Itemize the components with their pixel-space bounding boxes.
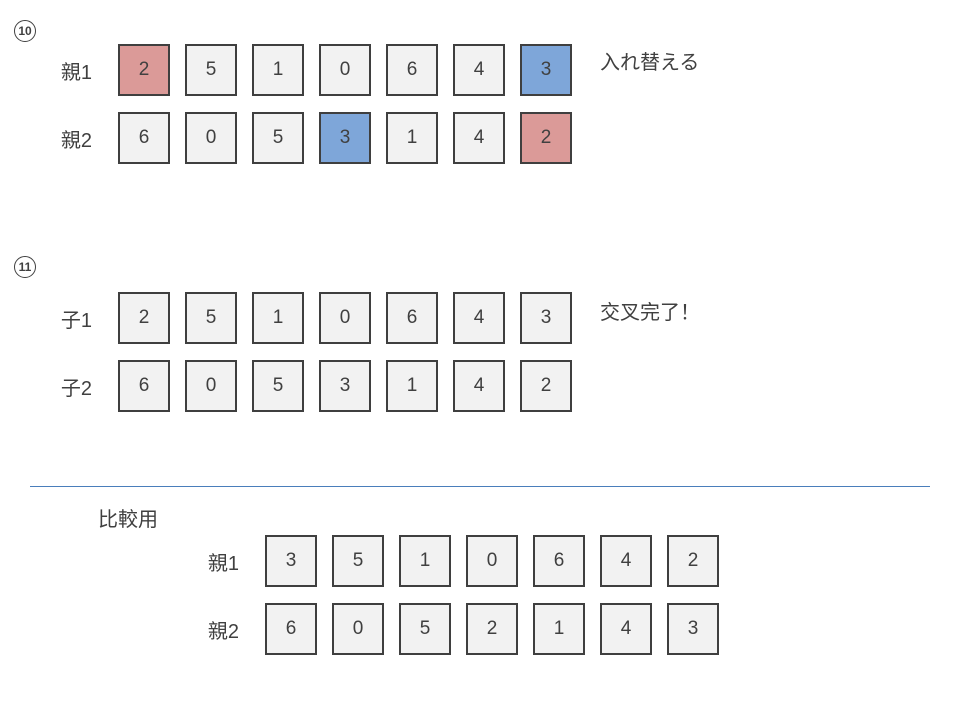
crossover-complete-annotation: 交叉完了！ <box>600 302 700 324</box>
gene-cell: 1 <box>399 535 451 587</box>
gene-cell: 1 <box>533 603 585 655</box>
gene-cell: 5 <box>399 603 451 655</box>
parent1-label: 親1 <box>60 61 92 84</box>
gene-cell: 2 <box>667 535 719 587</box>
gene-cell: 6 <box>386 292 438 344</box>
gene-cell: 5 <box>252 112 304 164</box>
gene-cell: 0 <box>319 292 371 344</box>
child1-label: 子1 <box>60 309 92 332</box>
gene-cell: 0 <box>185 112 237 164</box>
gene-cell: 6 <box>533 535 585 587</box>
section-divider <box>30 486 930 487</box>
gene-cell: 0 <box>185 360 237 412</box>
gene-cell: 5 <box>332 535 384 587</box>
gene-cell: 4 <box>453 112 505 164</box>
comparison-title: 比較用 <box>98 509 158 531</box>
gene-cell: 4 <box>453 292 505 344</box>
gene-cell: 3 <box>265 535 317 587</box>
gene-cell: 3 <box>667 603 719 655</box>
parent2-label: 親2 <box>60 129 92 152</box>
gene-cell: 6 <box>386 44 438 96</box>
comparison-parent1-label: 親1 <box>207 552 239 575</box>
gene-cell: 1 <box>386 360 438 412</box>
comparison-parent2-label: 親2 <box>207 620 239 643</box>
gene-cell: 1 <box>252 44 304 96</box>
gene-cell: 4 <box>600 603 652 655</box>
gene-cell: 1 <box>386 112 438 164</box>
gene-cell-highlight-blue: 3 <box>520 44 572 96</box>
step-marker-11: 11 <box>14 256 36 278</box>
gene-cell: 4 <box>453 44 505 96</box>
gene-cell: 0 <box>332 603 384 655</box>
gene-cell: 1 <box>252 292 304 344</box>
gene-cell: 3 <box>520 292 572 344</box>
gene-cell: 5 <box>185 44 237 96</box>
gene-cell-highlight-blue: 3 <box>319 112 371 164</box>
step-marker-10: 10 <box>14 20 36 42</box>
gene-cell: 5 <box>252 360 304 412</box>
gene-cell-highlight-pink: 2 <box>520 112 572 164</box>
gene-cell: 2 <box>118 292 170 344</box>
gene-cell: 6 <box>118 112 170 164</box>
gene-cell: 4 <box>453 360 505 412</box>
gene-cell: 5 <box>185 292 237 344</box>
gene-cell: 4 <box>600 535 652 587</box>
gene-cell: 2 <box>466 603 518 655</box>
swap-annotation: 入れ替える <box>600 52 700 74</box>
gene-cell-highlight-pink: 2 <box>118 44 170 96</box>
gene-cell: 2 <box>520 360 572 412</box>
gene-cell: 0 <box>466 535 518 587</box>
gene-cell: 0 <box>319 44 371 96</box>
gene-cell: 6 <box>265 603 317 655</box>
gene-cell: 3 <box>319 360 371 412</box>
gene-cell: 6 <box>118 360 170 412</box>
child2-label: 子2 <box>60 377 92 400</box>
